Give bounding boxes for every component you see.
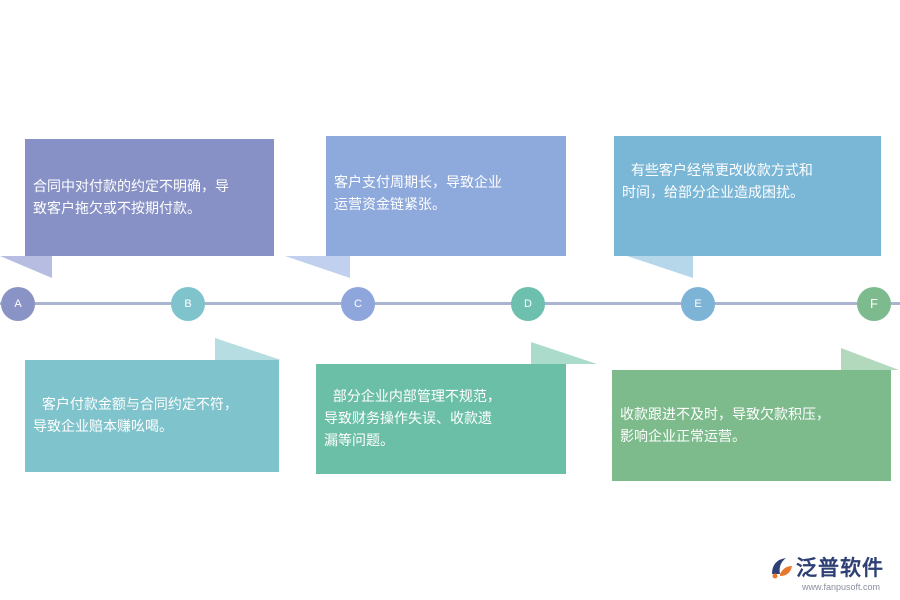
card-a: 合同中对付款的约定不明确，导 致客户拖欠或不按期付款。 <box>25 139 274 256</box>
company-logo: 泛普软件 www.fanpusoft.com <box>768 552 894 598</box>
card-c: 客户支付周期长，导致企业 运营资金链紧张。 <box>326 136 566 256</box>
logo-title: 泛普软件 <box>796 556 884 580</box>
card-d-text: 部分企业内部管理不规范， 导致财务操作失误、收款遗 漏等问题。 <box>324 389 501 449</box>
node-c: C <box>341 287 375 321</box>
card-e-text: 有些客户经常更改收款方式和 时间，给部分企业造成困扰。 <box>622 163 813 201</box>
card-b-text: 客户付款金额与合同约定不符， 导致企业赔本赚吆喝。 <box>33 397 238 435</box>
card-e: 有些客户经常更改收款方式和 时间，给部分企业造成困扰。 <box>614 136 881 256</box>
card-e-pointer <box>627 256 693 278</box>
fanpu-logo-icon <box>772 558 792 579</box>
node-e: E <box>681 287 715 321</box>
card-c-text: 客户支付周期长，导致企业 运营资金链紧张。 <box>334 175 502 213</box>
card-a-pointer <box>0 256 52 278</box>
card-c-pointer <box>285 256 350 278</box>
node-b: B <box>171 287 205 321</box>
card-b-pointer <box>215 338 281 360</box>
node-d: D <box>511 287 545 321</box>
node-f: F <box>857 287 891 321</box>
card-f: 收款跟进不及时，导致欠款积压， 影响企业正常运营。 <box>612 370 891 481</box>
card-a-text: 合同中对付款的约定不明确，导 致客户拖欠或不按期付款。 <box>33 178 229 217</box>
card-d-pointer <box>531 342 597 364</box>
card-d: 部分企业内部管理不规范， 导致财务操作失误、收款遗 漏等问题。 <box>316 364 566 474</box>
card-f-text: 收款跟进不及时，导致欠款积压， 影响企业正常运营。 <box>620 406 830 445</box>
card-b: 客户付款金额与合同约定不符， 导致企业赔本赚吆喝。 <box>25 360 279 472</box>
logo-url: www.fanpusoft.com <box>802 582 881 592</box>
node-a: A <box>1 287 35 321</box>
timeline-line <box>0 302 900 305</box>
card-f-pointer <box>841 348 899 370</box>
